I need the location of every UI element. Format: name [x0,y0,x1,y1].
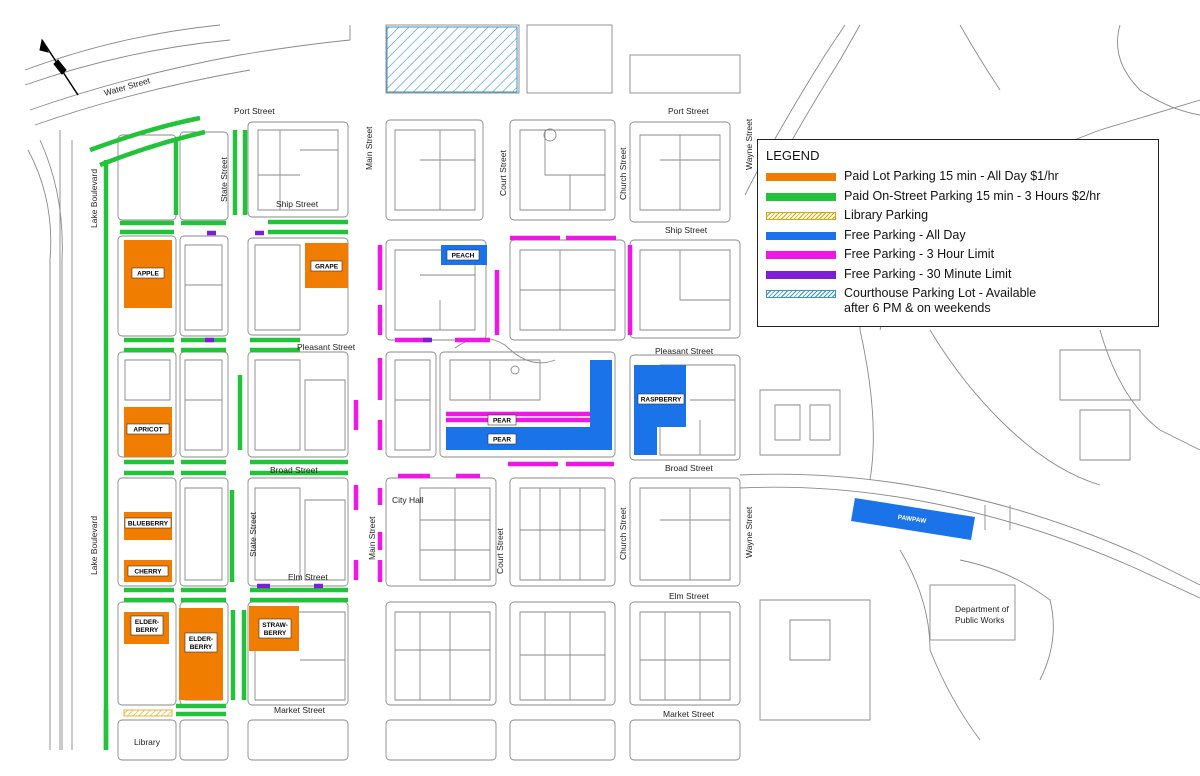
legend-item-free-3hr: Free Parking - 3 Hour Limit [766,247,1150,267]
city-blocks [24,24,1200,761]
lot-label-elderberry-west-1: ELDER- [135,619,159,626]
street-church-south: Church Street [618,507,628,560]
street-court-north: Court Street [498,150,508,196]
street-wayne-north: Wayne Street [744,118,754,170]
legend-item-paid-street: Paid On-Street Parking 15 min - 3 Hours … [766,189,1150,209]
lot-pear[interactable] [446,360,612,450]
street-port-west: Port Street [234,106,275,116]
courthouse-lot [386,26,518,93]
library-parking[interactable] [123,709,173,717]
legend-label: Courthouse Parking Lot - Available after… [844,286,1036,316]
legend-swatch-paid-lot [766,173,836,181]
free-30-min [205,230,432,589]
lot-label-blueberry: BLUEBERRY [128,521,169,528]
street-main-north: Main Street [364,126,374,170]
legend-swatch-library [766,212,836,220]
legend-label: Paid On-Street Parking 15 min - 3 Hours … [844,188,1101,203]
street-water: Water Street [103,75,152,98]
lot-label-raspberry: RASPBERRY [641,397,682,404]
legend-swatch-paid-street [766,192,836,201]
street-ship-west: Ship Street [276,199,319,209]
street-lake-north: Lake Boulevard [89,169,99,228]
legend-label: Free Parking - 30 Minute Limit [844,266,1012,281]
north-arrow-icon [39,38,79,96]
legend-item-paid-lot: Paid Lot Parking 15 min - All Day $1/hr [766,169,1150,189]
lot-elderberry-central[interactable] [179,608,223,700]
lot-label-strawberry-2: BERRY [264,630,287,637]
lot-label-strawberry-1: STRAW- [262,622,288,629]
lot-label-apple: APPLE [137,271,159,278]
lot-raspberry[interactable] [634,365,686,455]
lot-labels: APPLE GRAPE APRICOT BLUEBERRY CHERRY ELD… [124,249,927,653]
legend: LEGEND Paid Lot Parking 15 min - All Day… [757,139,1159,327]
legend-label: Free Parking - 3 Hour Limit [844,247,995,261]
legend-swatch-free-all-day [766,231,836,240]
street-pleasant-west: Pleasant Street [297,342,356,352]
street-elm-west: Elm Street [288,572,328,582]
lot-label-pawpaw: PAWPAW [897,514,927,525]
legend-swatch-free-30min [766,270,836,279]
free-3-hour [353,235,633,582]
street-labels: Water Street Port Street Port Street Shi… [89,75,754,719]
street-broad-west: Broad Street [270,465,318,475]
lot-label-elderberry-central-2: BERRY [190,644,213,651]
legend-item-library: Library Parking [766,208,1150,228]
legend-item-free-30min: Free Parking - 30 Minute Limit [766,267,1150,287]
legend-label: Free Parking - All Day [844,227,966,242]
place-library: Library [134,737,161,747]
place-city-hall: City Hall [392,495,424,505]
street-lake-south: Lake Boulevard [89,516,99,575]
legend-swatch-courthouse [766,290,836,298]
place-labels: City Hall Department of Public Works Lib… [134,495,1009,747]
paid-on-street [89,115,348,750]
place-dpw-line2: Public Works [955,615,1004,625]
street-port-east: Port Street [668,106,709,116]
legend-label-line2: after 6 PM & on weekends [844,301,991,315]
street-court-south: Court Street [495,528,505,574]
lot-label-apricot: APRICOT [133,427,162,434]
lot-label-pear-lower: PEAR [493,437,511,444]
lot-label-cherry: CHERRY [134,569,162,576]
street-state-north: State Street [219,156,229,202]
place-dpw-line1: Department of [955,604,1009,614]
lot-label-peach: PEACH [452,253,475,260]
street-main-south: Main Street [367,516,377,560]
street-pleasant-east: Pleasant Street [655,346,714,356]
street-wayne-south: Wayne Street [744,506,754,558]
legend-label: Library Parking [844,208,929,222]
legend-title: LEGEND [766,148,820,163]
street-market-east: Market Street [663,709,715,719]
lot-label-elderberry-central-1: ELDER- [189,636,213,643]
lot-label-grape: GRAPE [315,264,339,271]
street-church-north: Church Street [618,147,628,200]
street-broad-east: Broad Street [665,463,713,473]
lot-label-elderberry-west-2: BERRY [136,627,159,634]
street-ship-east: Ship Street [665,225,708,235]
legend-label-line1: Courthouse Parking Lot - Available [844,286,1037,300]
lot-label-pear-upper: PEAR [493,418,511,425]
street-market-west: Market Street [274,705,326,715]
legend-item-free-all-day: Free Parking - All Day [766,228,1150,248]
legend-item-courthouse: Courthouse Parking Lot - Available after… [766,286,1150,322]
street-elm-east: Elm Street [669,591,709,601]
street-state-south: State Street [248,511,258,557]
lot-pawpaw[interactable] [851,498,975,540]
legend-swatch-free-3hr [766,251,836,259]
legend-label: Paid Lot Parking 15 min - All Day $1/hr [844,169,1059,183]
